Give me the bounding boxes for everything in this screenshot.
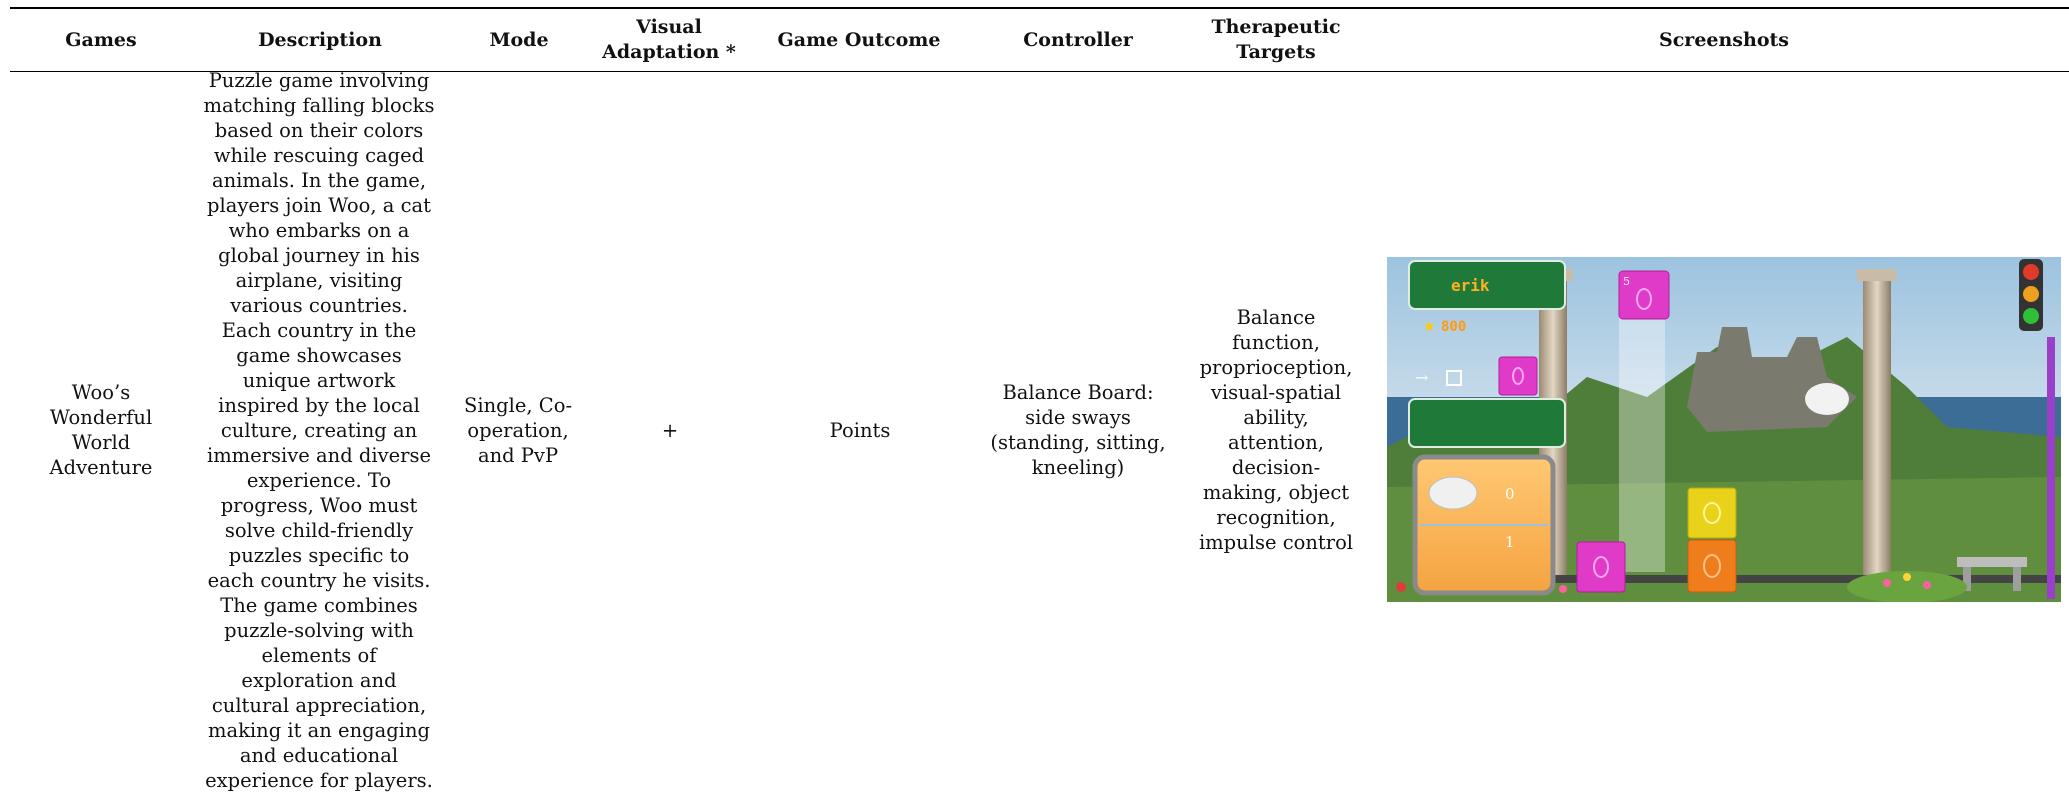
header-mode: Mode [489,28,549,51]
header-screenshots: Screenshots [1659,28,1789,51]
table-top-rule [10,7,2069,9]
target-square-icon [1446,370,1462,386]
header-therapeutic-targets: Therapeutic Targets [1211,16,1341,63]
counter-bottom: 1 [1505,533,1515,551]
counter-top: 0 [1505,485,1515,503]
cell-controller: Balance Board: side sways (standing, sit… [990,381,1166,479]
cloud-icon [1428,476,1478,510]
right-pillar [1863,275,1891,575]
arrow-right-icon: → [1415,368,1428,387]
green-light-icon [2023,308,2039,324]
header-description: Description [258,28,382,51]
player-name: erik [1451,276,1490,295]
game-screenshot: erik ★ 800 → 0 1 5 [1387,257,2061,602]
cell-description: Puzzle game involving matching falling b… [203,68,435,792]
amber-light-icon [2023,286,2039,302]
progress-bar [2047,337,2055,599]
block-yellow [1687,487,1737,539]
block-number: 5 [1623,275,1630,288]
empty-sign [1408,398,1566,448]
block-orange [1687,539,1737,593]
table-header-rule [10,71,2069,72]
player-name-sign [1408,260,1566,310]
red-light-icon [2023,264,2039,280]
cell-game-name: Woo’s Wonderful World Adventure [49,381,153,479]
road [1527,575,2061,583]
bench [1957,557,2027,567]
header-games: Games [65,28,137,51]
cell-visual-adaptation: + [661,418,679,442]
flower-bush [1847,571,1967,602]
cell-game-outcome: Points [829,418,891,442]
falling-block-magenta [1618,270,1670,320]
header-visual-adaptation: Visual Adaptation * [602,16,736,63]
scene-cloud-icon [1805,383,1849,415]
drop-column [1619,317,1665,572]
score: 800 [1441,319,1466,335]
header-controller: Controller [1023,28,1133,51]
cell-therapeutic-targets: Balance function, proprioception, visual… [1198,306,1354,554]
header-game-outcome: Game Outcome [777,28,941,51]
bottom-block-magenta [1576,541,1626,593]
cell-mode: Single, Co-operation, and PvP [463,393,573,467]
stacked-block-magenta [1498,356,1538,396]
star-icon: ★ [1423,319,1436,335]
